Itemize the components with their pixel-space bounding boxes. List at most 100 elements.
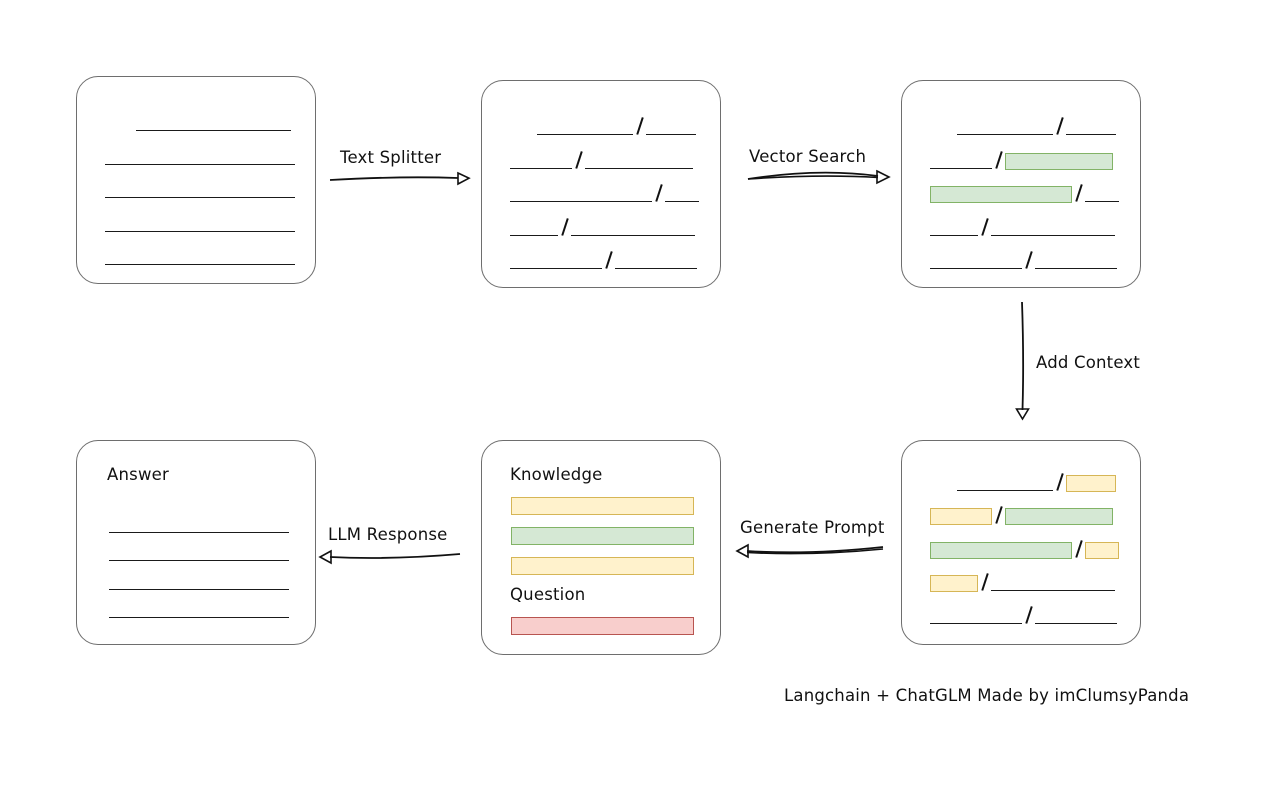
- text-line-row: [930, 471, 1116, 492]
- arrow-label-text-splitter: Text Splitter: [340, 148, 442, 167]
- text-line-row: [109, 598, 291, 618]
- arrow-label-vector-search: Vector Search: [749, 147, 867, 166]
- slash-separator-icon: [992, 150, 1005, 169]
- source-document-box[interactable]: [76, 76, 316, 284]
- slash-separator-icon: [992, 505, 1005, 524]
- knowledge-label: Knowledge: [510, 465, 603, 484]
- arrow-label-add-context: Add Context: [1036, 353, 1141, 372]
- text-line-segment: [105, 251, 295, 265]
- text-line-segment: [665, 188, 699, 202]
- add-context-arrow: [1015, 301, 1030, 421]
- text-line-row: [105, 178, 295, 198]
- text-line-segment: [957, 121, 1053, 135]
- prompt-box[interactable]: Knowledge Question: [481, 440, 721, 655]
- text-line-row: [109, 570, 291, 590]
- highlight-chunk-green: [930, 541, 1072, 559]
- text-line-segment: [1085, 188, 1119, 202]
- slash-separator-icon: [1072, 539, 1085, 558]
- text-line-segment: [510, 255, 602, 269]
- highlight-chunk-yellow: [1066, 475, 1116, 492]
- text-line-row: [109, 541, 291, 562]
- generate-prompt-arrow: [735, 543, 884, 559]
- question-label: Question: [510, 585, 586, 604]
- vector-search-arrow: [747, 169, 891, 185]
- text-line-row: [510, 149, 696, 169]
- text-line-segment: [930, 155, 992, 169]
- slash-separator-icon: [572, 150, 585, 169]
- text-line-segment: [105, 151, 295, 165]
- slash-separator-icon: [1022, 250, 1035, 269]
- text-splitter-arrow: [329, 171, 471, 186]
- text-line-row: [930, 538, 1119, 559]
- answer-box[interactable]: Answer: [76, 440, 316, 645]
- answer-label: Answer: [107, 465, 169, 484]
- text-line-row: [510, 249, 697, 269]
- slash-separator-icon: [978, 217, 991, 236]
- matched-chunks-box[interactable]: [901, 80, 1141, 288]
- text-line-segment: [930, 222, 978, 236]
- text-line-row: [109, 513, 291, 533]
- highlight-chunk-yellow: [1085, 541, 1119, 559]
- source-document-rows: [105, 111, 295, 265]
- highlight-chunk-yellow: [930, 574, 978, 592]
- slash-separator-icon: [978, 572, 991, 591]
- text-line-row: [510, 115, 696, 135]
- highlight-chunk-yellow: [930, 508, 992, 526]
- slash-separator-icon: [1053, 472, 1066, 491]
- arrow-label-generate-prompt: Generate Prompt: [740, 518, 885, 537]
- text-line-segment: [109, 519, 289, 533]
- text-line-segment: [105, 218, 295, 232]
- text-line-segment: [510, 222, 558, 236]
- text-line-segment: [510, 155, 572, 169]
- text-line-segment: [930, 255, 1022, 269]
- footer-credit: Langchain + ChatGLM Made by imClumsyPand…: [784, 686, 1190, 705]
- slash-separator-icon: [1022, 605, 1035, 624]
- text-line-segment: [510, 188, 652, 202]
- text-line-row: [930, 149, 1116, 170]
- text-line-row: [930, 504, 1116, 526]
- text-line-segment: [991, 222, 1115, 236]
- text-line-row: [105, 245, 295, 265]
- text-line-row: [930, 115, 1116, 135]
- slash-separator-icon: [633, 116, 646, 135]
- text-line-segment: [571, 222, 695, 236]
- split-chunks-box[interactable]: [481, 80, 721, 288]
- slash-separator-icon: [602, 250, 615, 269]
- slash-separator-icon: [558, 217, 571, 236]
- question-bar-1: [511, 617, 694, 635]
- text-line-row: [510, 216, 696, 236]
- text-line-segment: [105, 184, 295, 198]
- matched-chunks-rows: [930, 115, 1119, 269]
- highlight-chunk-green: [1005, 508, 1113, 526]
- text-line-segment: [930, 610, 1022, 624]
- text-line-row: [930, 604, 1117, 624]
- context-chunks-rows: [930, 471, 1119, 624]
- slash-separator-icon: [652, 183, 665, 202]
- text-line-segment: [1066, 121, 1116, 135]
- slash-separator-icon: [1053, 116, 1066, 135]
- text-line-row: [930, 182, 1119, 203]
- knowledge-bar-3: [511, 557, 694, 575]
- text-line-segment: [109, 576, 289, 590]
- text-line-segment: [991, 577, 1115, 591]
- split-chunks-rows: [510, 115, 699, 269]
- slash-separator-icon: [1072, 183, 1085, 202]
- knowledge-bar-2: [511, 527, 694, 545]
- text-line-segment: [1035, 610, 1117, 624]
- text-line-segment: [1035, 255, 1117, 269]
- text-line-row: [930, 571, 1116, 592]
- text-line-row: [105, 212, 295, 232]
- highlight-chunk-green: [930, 186, 1072, 203]
- context-chunks-box[interactable]: [901, 440, 1141, 645]
- highlight-chunk-green: [1005, 152, 1113, 170]
- text-line-row: [510, 182, 699, 202]
- text-line-segment: [615, 255, 697, 269]
- text-line-segment: [585, 155, 693, 169]
- text-line-row: [930, 216, 1116, 236]
- text-line-row: [930, 249, 1117, 269]
- knowledge-bar-1: [511, 497, 694, 515]
- text-line-segment: [109, 604, 289, 618]
- text-line-segment: [537, 121, 633, 135]
- text-line-row: [105, 145, 295, 165]
